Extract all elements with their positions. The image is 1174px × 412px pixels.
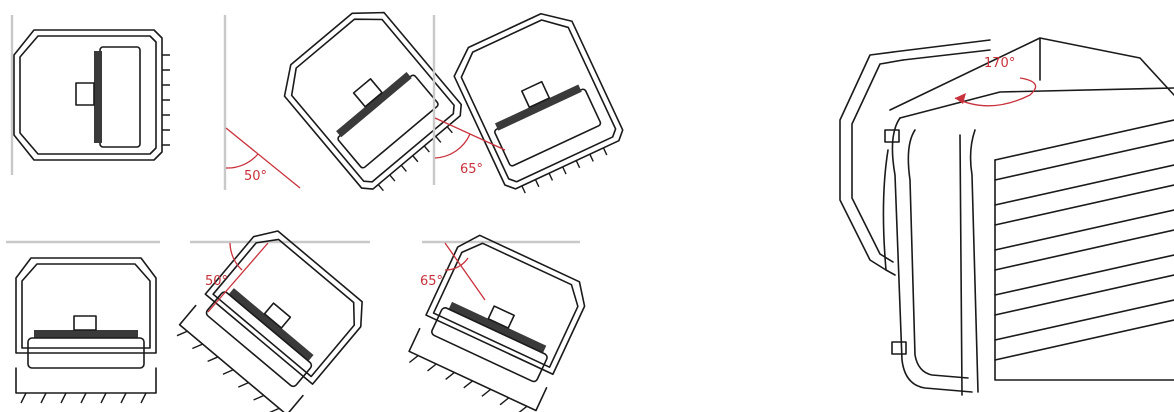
angle-label-50-ceiling: 50°	[205, 274, 228, 289]
view-ceiling-0	[6, 240, 160, 404]
angle-label-65-ceiling: 65°	[420, 274, 443, 289]
angle-label-65: 65°	[460, 162, 483, 177]
view-wall-0	[10, 15, 171, 175]
rotation-label: 170°	[984, 56, 1015, 71]
isometric-heater: 170°	[839, 37, 1174, 396]
view-wall-50: 50°	[223, 0, 473, 202]
view-ceiling-50: 50°	[172, 220, 375, 412]
angle-label-50: 50°	[244, 169, 267, 184]
louvers	[994, 119, 1174, 381]
view-wall-65: 65°	[432, 2, 631, 201]
view-ceiling-65: 65°	[404, 228, 594, 412]
